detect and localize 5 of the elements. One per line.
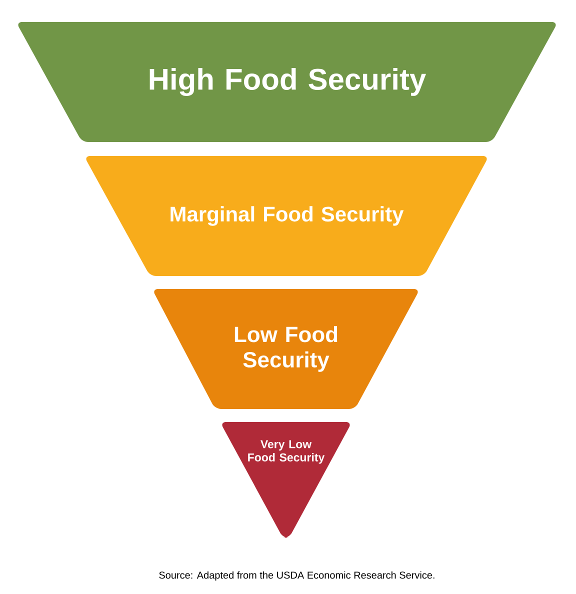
funnel-band: Very Low Food Security xyxy=(222,422,350,538)
caption: Source: Adapted from the USDA Economic Research Service. xyxy=(159,571,434,581)
funnel-band: Marginal Food Security xyxy=(86,156,487,276)
funnel-band: Low Food Security xyxy=(154,289,418,409)
funnel-band: High Food Security xyxy=(18,22,556,142)
